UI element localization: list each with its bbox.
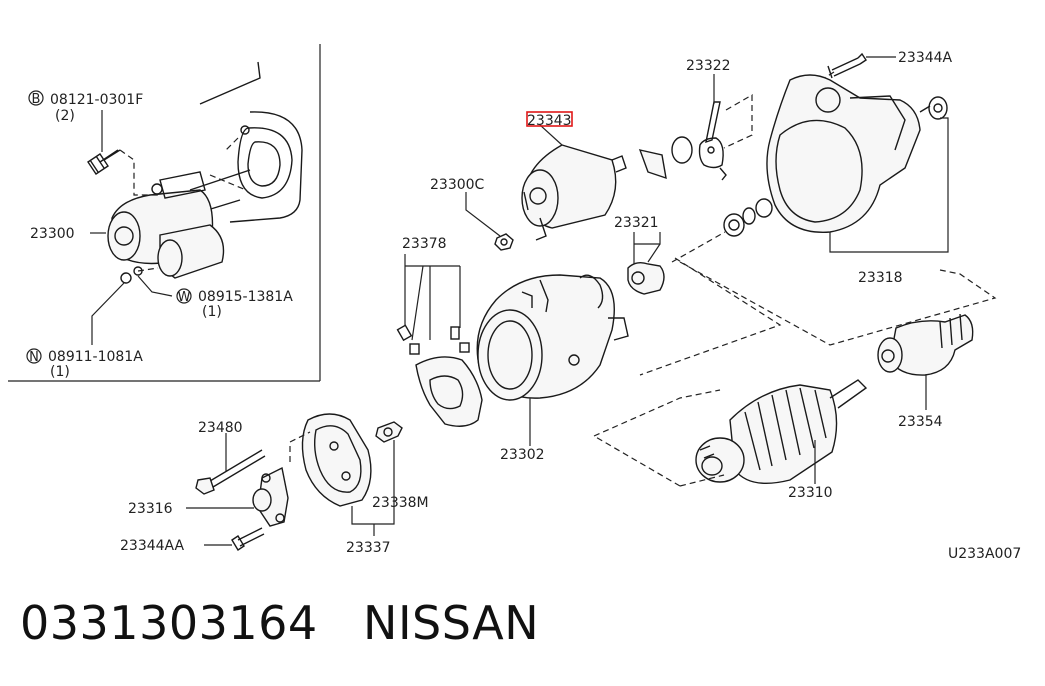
label-23338m: 23338M bbox=[372, 495, 429, 511]
nut-prefix-letter: N bbox=[29, 350, 39, 365]
washer-qty-label: (1) bbox=[202, 304, 222, 320]
label-23354: 23354 bbox=[898, 414, 943, 430]
shift-lever-part[interactable] bbox=[638, 101, 727, 181]
bolt-qty-label: (2) bbox=[55, 108, 75, 124]
label-23337: 23337 bbox=[346, 540, 391, 556]
label-23302: 23302 bbox=[500, 447, 545, 463]
nut-23300c-icon bbox=[494, 233, 514, 251]
figure-code-label: U233A007 bbox=[948, 546, 1021, 562]
drive-housing-part[interactable] bbox=[766, 74, 948, 233]
mounting-inset: B 08121-0301F (2) 23300 W 08915-1381A (1… bbox=[8, 44, 321, 382]
label-23344aa: 23344AA bbox=[120, 538, 185, 554]
armature-part[interactable] bbox=[695, 379, 868, 484]
highlight-box bbox=[526, 111, 573, 127]
screw-23344aa-icon bbox=[231, 527, 265, 551]
washer-ref-label: 08915-1381A bbox=[198, 289, 293, 305]
label-23480: 23480 bbox=[198, 420, 243, 436]
label-23344a: 23344A bbox=[898, 50, 953, 66]
brush-springs-part[interactable] bbox=[396, 324, 483, 427]
bolt-ref-label: 08121-0301F bbox=[50, 92, 143, 108]
label-23300c: 23300C bbox=[430, 177, 485, 193]
label-23310: 23310 bbox=[788, 485, 833, 501]
label-23316: 23316 bbox=[128, 501, 173, 517]
bolt-prefix-letter: B bbox=[32, 92, 41, 107]
label-23322: 23322 bbox=[686, 58, 731, 74]
label-23343: 23343 bbox=[527, 113, 572, 129]
bracket-part[interactable] bbox=[252, 466, 289, 527]
gear-bushing-part[interactable] bbox=[627, 198, 773, 295]
starter-label: 23300 bbox=[30, 226, 75, 242]
pinion-clutch-part[interactable] bbox=[877, 313, 974, 376]
through-bolt-icon bbox=[195, 449, 266, 495]
nut-ref-label: 08911-1081A bbox=[48, 349, 143, 365]
label-23321: 23321 bbox=[614, 215, 659, 231]
label-23318: 23318 bbox=[858, 270, 903, 286]
label-23378: 23378 bbox=[402, 236, 447, 252]
washer-prefix-letter: W bbox=[178, 290, 191, 305]
bolt-23344a-icon bbox=[827, 52, 867, 79]
yoke-part[interactable] bbox=[476, 274, 629, 401]
solenoid-part[interactable] bbox=[521, 124, 627, 241]
rear-cover-part[interactable] bbox=[301, 413, 403, 507]
inset-bolt-icon bbox=[87, 149, 121, 175]
part-number-caption: 0331303164 NISSAN bbox=[20, 596, 540, 650]
nut-qty-label: (1) bbox=[50, 364, 70, 380]
